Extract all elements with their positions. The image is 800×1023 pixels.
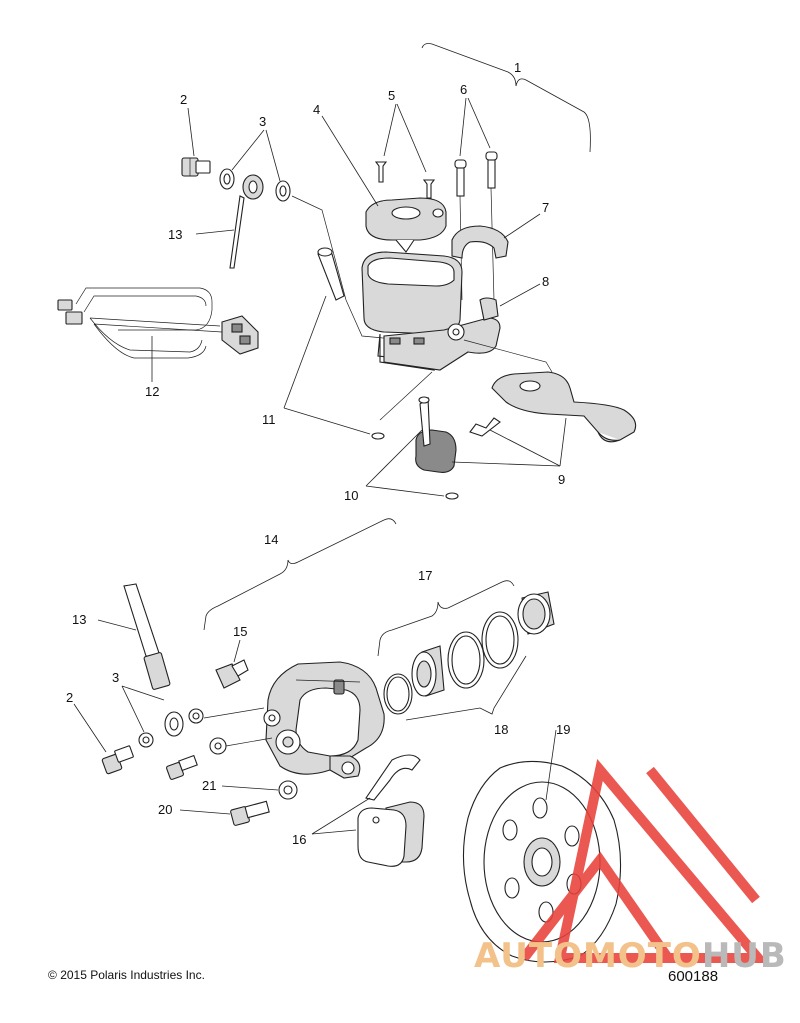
- bracket-assembly-14: [203, 518, 397, 631]
- callout-6: 6: [460, 82, 467, 97]
- callout-11: 11: [262, 412, 276, 427]
- pin-clip: [371, 432, 385, 440]
- leader-9c: [559, 417, 567, 467]
- leader-2-upper: [187, 107, 195, 157]
- master-cylinder-body: [361, 251, 501, 371]
- lever-clip: [445, 492, 459, 500]
- leader-19: [545, 729, 557, 801]
- leader-11a: [283, 295, 327, 409]
- callout-20: 20: [158, 802, 172, 817]
- leader-5b: [396, 103, 427, 173]
- leader-3a-lower: [121, 685, 145, 733]
- piston-small: [411, 645, 445, 697]
- callout-4: 4: [313, 102, 320, 117]
- banjo-bolt-upper: [181, 157, 211, 177]
- brake-pads: [357, 754, 425, 867]
- copyright-notice: © 2015 Polaris Industries Inc.: [48, 968, 205, 982]
- banjo-bolt-lower: [101, 745, 134, 775]
- callout-2-lower: 2: [66, 690, 73, 705]
- leader-15: [233, 639, 241, 663]
- bracket-17: [377, 580, 515, 657]
- callout-8: 8: [542, 274, 549, 289]
- callout-18: 18: [494, 722, 508, 737]
- cover-screws: [374, 161, 436, 199]
- bleeder-valve: [215, 659, 249, 689]
- watermark-text: AUTOMOTOHUB: [474, 936, 787, 976]
- leader-3a-upper: [231, 129, 265, 171]
- callout-9: 9: [558, 472, 565, 487]
- callout-16: 16: [292, 832, 306, 847]
- brake-line-upper: [229, 174, 264, 269]
- leader-10b: [365, 485, 445, 497]
- callout-3: 3: [259, 114, 266, 129]
- callout-10: 10: [344, 488, 358, 503]
- leader-20: [179, 809, 231, 815]
- watermark-text-secondary: HUB: [701, 936, 787, 976]
- handlebar-clamp: [451, 225, 509, 259]
- piston-seals: [383, 611, 519, 715]
- leader-6a: [459, 97, 467, 157]
- callout-15: 15: [233, 624, 247, 639]
- leader-9a: [451, 461, 561, 467]
- figure-number: 600188: [668, 968, 719, 985]
- callout-13-lower: 13: [72, 612, 86, 627]
- copyright-symbol: ©: [48, 968, 57, 982]
- leader-11b: [283, 407, 371, 435]
- callout-14: 14: [264, 532, 278, 547]
- piston-large: [517, 591, 555, 635]
- brake-caliper: [263, 661, 385, 779]
- callout-21: 21: [202, 778, 216, 793]
- leader-6b: [467, 97, 491, 149]
- caliper-bolt-upper: [166, 754, 198, 780]
- bracket-18: [405, 655, 527, 721]
- pivot-pin: [317, 247, 385, 440]
- bracket-assembly-1: [421, 43, 591, 153]
- leader-5a: [383, 103, 397, 157]
- leader-10a: [365, 429, 423, 487]
- brake-switch-harness: [57, 287, 259, 359]
- callout-19: 19: [556, 722, 570, 737]
- leader-9b: [489, 429, 561, 467]
- leader-21: [221, 785, 279, 791]
- watermark-text-primary: AUTOMOTO: [474, 936, 702, 976]
- callout-7: 7: [542, 200, 549, 215]
- callout-1: 1: [514, 60, 521, 75]
- leader-2-lower: [73, 703, 107, 753]
- callout-5: 5: [388, 88, 395, 103]
- leader-3b-upper: [265, 129, 281, 182]
- callout-3-lower: 3: [112, 670, 119, 685]
- brake-line-lower: [123, 583, 184, 737]
- leader-13-upper: [195, 229, 235, 235]
- callout-17: 17: [418, 568, 432, 583]
- callout-13: 13: [168, 227, 182, 242]
- leader-8: [499, 283, 541, 307]
- leader-3b-lower: [121, 685, 165, 701]
- leader-13-lower: [97, 619, 137, 631]
- callout-12: 12: [145, 384, 159, 399]
- copyright-text: 2015 Polaris Industries Inc.: [60, 968, 205, 982]
- brake-lever: [469, 371, 637, 443]
- mounting-bolt: [230, 800, 270, 826]
- leader-16b: [311, 797, 371, 835]
- leader-16a: [311, 829, 357, 835]
- reservoir-cover: [365, 197, 447, 253]
- callout-2: 2: [180, 92, 187, 107]
- lever-pivot-block: [415, 396, 459, 500]
- leader-4: [321, 115, 379, 207]
- watermark-logo-mark: [520, 758, 769, 963]
- leader-7: [503, 213, 541, 239]
